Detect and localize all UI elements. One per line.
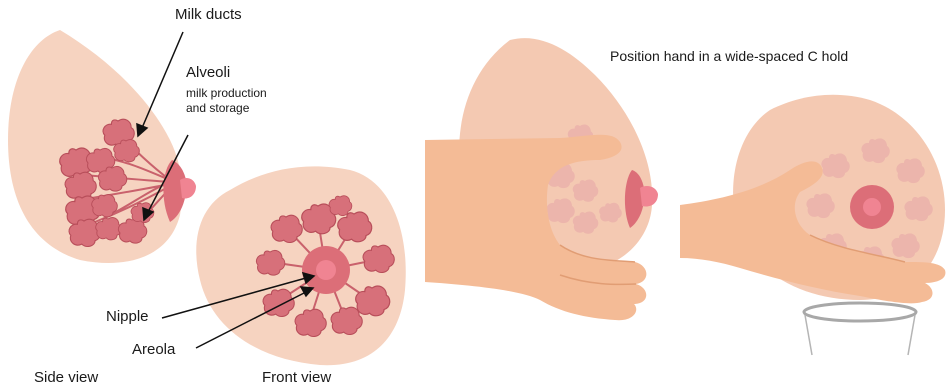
hand2-nipple [863, 198, 881, 216]
label-side-view: Side view [34, 369, 98, 386]
label-nipple: Nipple [106, 308, 149, 325]
label-alveoli-desc-2: and storage [186, 101, 249, 116]
hand-hold-front-illustration [680, 95, 945, 355]
front-nipple [316, 260, 336, 280]
label-position-caption: Position hand in a wide-spaced C hold [610, 48, 848, 64]
hand-hold-side-illustration [425, 38, 658, 320]
collection-cup [804, 303, 916, 355]
hand1-nipple [640, 186, 658, 207]
label-areola: Areola [132, 341, 175, 358]
side-nipple [180, 178, 196, 199]
label-alveoli: Alveoli [186, 64, 230, 81]
label-alveoli-desc-1: milk production [186, 86, 267, 101]
side-view-breast [8, 30, 196, 263]
front-view-breast [196, 166, 406, 365]
label-milk-ducts: Milk ducts [175, 6, 242, 23]
label-front-view: Front view [262, 369, 331, 386]
